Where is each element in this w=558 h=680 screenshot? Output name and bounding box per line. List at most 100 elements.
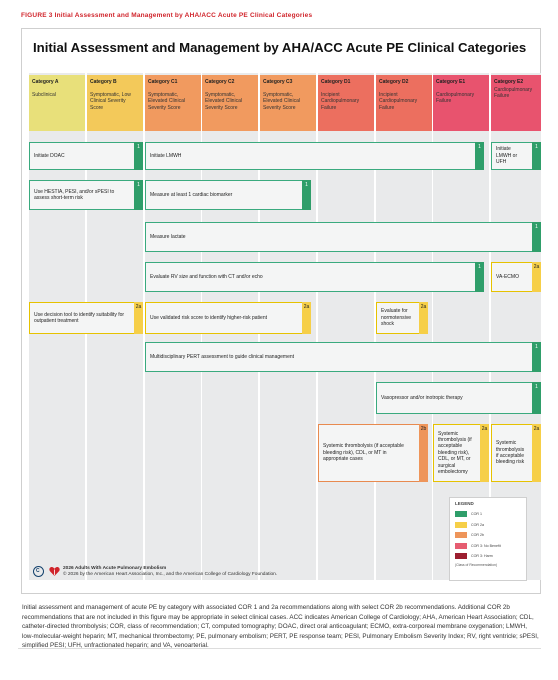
rec-pert-assessment: Multidisciplinary PERT assessment to gui… [145, 342, 541, 372]
cor-badge: 1 [134, 180, 143, 210]
legend-swatch [455, 553, 467, 560]
legend: LEGEND COR 1 COR 2a COR 2b COR 3: No Ben… [449, 497, 527, 581]
rec-text: Measure lactate [150, 233, 186, 240]
footer-line-2: © 2026 by the American Heart Association… [63, 572, 278, 577]
legend-item-cor1: COR 1 [455, 509, 521, 520]
rec-initiate-lmwh: Initiate LMWH 1 [145, 142, 484, 170]
rec-text: Evaluate RV size and function with CT an… [150, 273, 263, 280]
category-name: Category D2 [379, 79, 409, 85]
category-e2: Category E2 Cardiopulmonary Failure [491, 75, 541, 131]
category-c1: Category C1 Symptomatic, Elevated Clinic… [145, 75, 201, 131]
legend-label: COR 3: Harm [471, 554, 493, 559]
rec-text: Use decision tool to identify suitabilit… [34, 311, 125, 324]
category-a: Category A Subclinical [29, 75, 85, 131]
rec-validated-risk-score: Use validated risk score to identify hig… [145, 302, 311, 334]
legend-caption: (Class of Recommendation) [455, 562, 498, 567]
rec-thrombolysis-e2: Systemic thrombolysis if acceptable blee… [491, 424, 541, 482]
rec-cardiac-biomarker: Measure at least 1 cardiac biomarker 1 [145, 180, 311, 210]
rec-evaluate-rv: Evaluate RV size and function with CT an… [145, 262, 484, 292]
rec-text: Initiate DOAC [34, 152, 65, 159]
aha-heart-logo-icon [49, 567, 60, 576]
rec-text: Systemic thrombolysis (if acceptable ble… [438, 430, 472, 476]
footer-line-1: 2026 Adults With Acute Pulmonary Embolis… [63, 566, 167, 571]
legend-swatch [455, 521, 467, 528]
legend-swatch [455, 542, 467, 549]
footer-text: 2026 Adults With Acute Pulmonary Embolis… [63, 566, 277, 578]
category-name: Category D1 [321, 79, 351, 85]
cor-badge: 2a [134, 302, 143, 334]
category-name: Category E2 [494, 79, 524, 85]
cor-badge: 2a [419, 302, 428, 334]
category-desc: Cardiopulmonary Failure [494, 87, 533, 100]
category-name: Category C2 [205, 79, 235, 85]
legend-swatch [455, 532, 467, 539]
figure-label: FIGURE 3 Initial Assessment and Manageme… [21, 12, 312, 19]
category-desc: Symptomatic, Elevated Clinical Severity … [205, 92, 242, 111]
category-desc: Symptomatic, Low Clinical Severity Score [90, 92, 131, 111]
rec-text: Measure at least 1 cardiac biomarker [150, 191, 233, 198]
category-b: Category B Symptomatic, Low Clinical Sev… [87, 75, 143, 131]
legend-label: COR 3: No Benefit [471, 543, 501, 548]
rec-text: Multidisciplinary PERT assessment to gui… [150, 353, 295, 360]
cor-badge: 1 [532, 222, 541, 252]
legend-swatch [455, 511, 467, 518]
cor-badge: 2a [480, 424, 489, 482]
rec-va-ecmo: VA-ECMO 2a [491, 262, 541, 292]
legend-label: COR 2b [471, 533, 484, 538]
category-name: Category A [32, 79, 59, 85]
category-name: Category E1 [436, 79, 466, 85]
category-desc: Symptomatic, Elevated Clinical Severity … [263, 92, 300, 111]
rec-text: Initiate LMWH or UFH [496, 146, 518, 166]
legend-item-cor2a: COR 2a [455, 520, 521, 531]
legend-label: COR 1 [471, 512, 482, 517]
category-c2: Category C2 Symptomatic, Elevated Clinic… [202, 75, 258, 131]
figure-number: FIGURE 3 [21, 12, 53, 19]
cor-badge: 1 [532, 382, 541, 414]
rec-vasopressor: Vasopressor and/or inotropic therapy 1 [376, 382, 541, 414]
legend-item-cor3-harm: COR 3: Harm [455, 551, 521, 562]
category-e1: Category E1 Cardiopulmonary Failure [433, 75, 489, 131]
cor-badge: 1 [532, 142, 541, 170]
main-title: Initial Assessment and Management by AHA… [33, 40, 527, 55]
cor-badge: 1 [475, 262, 484, 292]
figure-title: Initial Assessment and Management by AHA… [54, 12, 313, 19]
rec-thrombolysis-e1: Systemic thrombolysis (if acceptable ble… [433, 424, 489, 482]
cor-badge: 1 [475, 142, 484, 170]
cor-badge: 2a [532, 424, 541, 482]
rec-text: Use HESTIA, PESI, and/or sPESI to assess… [34, 188, 115, 201]
category-d2: Category D2 Incipient Cardiopulmonary Fa… [376, 75, 432, 131]
category-desc: Subclinical [32, 92, 56, 99]
rec-initiate-doac: Initiate DOAC 1 [29, 142, 143, 170]
cor-badge: 2a [532, 262, 541, 292]
rec-text: VA-ECMO [496, 273, 519, 280]
rec-text: Use validated risk score to identify hig… [150, 314, 267, 321]
cor-badge: 1 [302, 180, 311, 210]
category-desc: Symptomatic, Elevated Clinical Severity … [148, 92, 185, 111]
rec-text: Vasopressor and/or inotropic therapy [381, 394, 463, 401]
rec-normotensive-shock: Evaluate for normotensive shock 2a [376, 302, 428, 334]
divider [18, 648, 541, 649]
legend-item-cor2b: COR 2b [455, 530, 521, 541]
rec-thrombolysis-d: Systemic thrombolysis (if acceptable ble… [318, 424, 428, 482]
legend-item-cor3-nb: COR 3: No Benefit [455, 541, 521, 552]
category-desc: Incipient Cardiopulmonary Failure [321, 92, 360, 111]
acc-logo-icon: C [33, 566, 44, 577]
legend-label: COR 2a [471, 522, 484, 527]
category-d1: Category D1 Incipient Cardiopulmonary Fa… [318, 75, 374, 131]
rec-text: Evaluate for normotensive shock [381, 308, 412, 328]
rec-initiate-lmwh-ufh: Initiate LMWH or UFH 1 [491, 142, 541, 170]
rec-text: Systemic thrombolysis (if acceptable ble… [323, 443, 404, 463]
cor-badge: 1 [134, 142, 143, 170]
category-desc: Cardiopulmonary Failure [436, 92, 475, 105]
category-desc: Incipient Cardiopulmonary Failure [379, 92, 418, 111]
category-name: Category C1 [148, 79, 178, 85]
rec-text: Initiate LMWH [150, 152, 182, 159]
rec-text: Systemic thrombolysis if acceptable blee… [496, 440, 525, 466]
category-c3: Category C3 Symptomatic, Elevated Clinic… [260, 75, 316, 131]
rec-hestia-pesi: Use HESTIA, PESI, and/or sPESI to assess… [29, 180, 143, 210]
rec-measure-lactate: Measure lactate 1 [145, 222, 541, 252]
cor-badge: 2a [302, 302, 311, 334]
category-name: Category B [90, 79, 117, 85]
cor-badge: 2b [419, 424, 428, 482]
legend-title: LEGEND [455, 501, 474, 506]
